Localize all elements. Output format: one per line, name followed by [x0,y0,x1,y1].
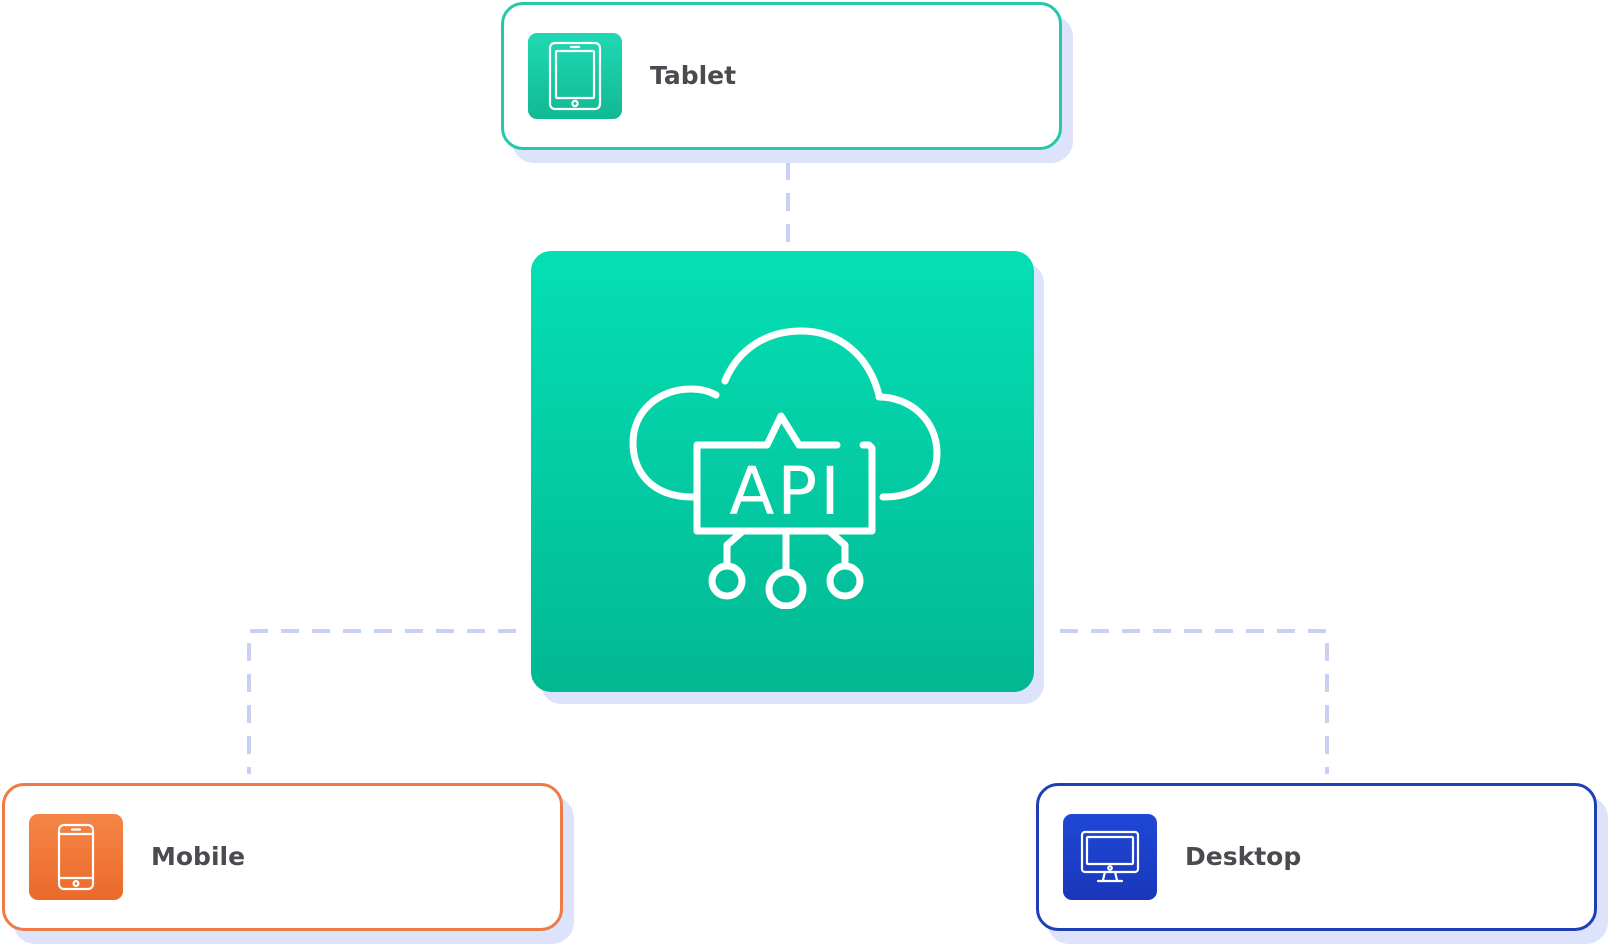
connector-hub-to-mobile [247,629,516,774]
desktop-label: Desktop [1185,842,1302,871]
mobile-card[interactable]: Mobile [2,783,563,931]
mobile-phone-icon [29,814,123,900]
api-hub: API [531,251,1034,692]
tablet-icon [528,33,622,119]
cloud-api-icon [629,327,941,609]
mobile-label: Mobile [151,842,246,871]
connector-hub-to-desktop [1060,629,1329,774]
api-label-layer: API [729,453,842,530]
tablet-label: Tablet [650,61,737,90]
desktop-monitor-icon [1063,814,1157,900]
desktop-card[interactable]: Desktop [1036,783,1597,931]
api-label: API [729,453,842,530]
tablet-card[interactable]: Tablet [501,2,1062,150]
